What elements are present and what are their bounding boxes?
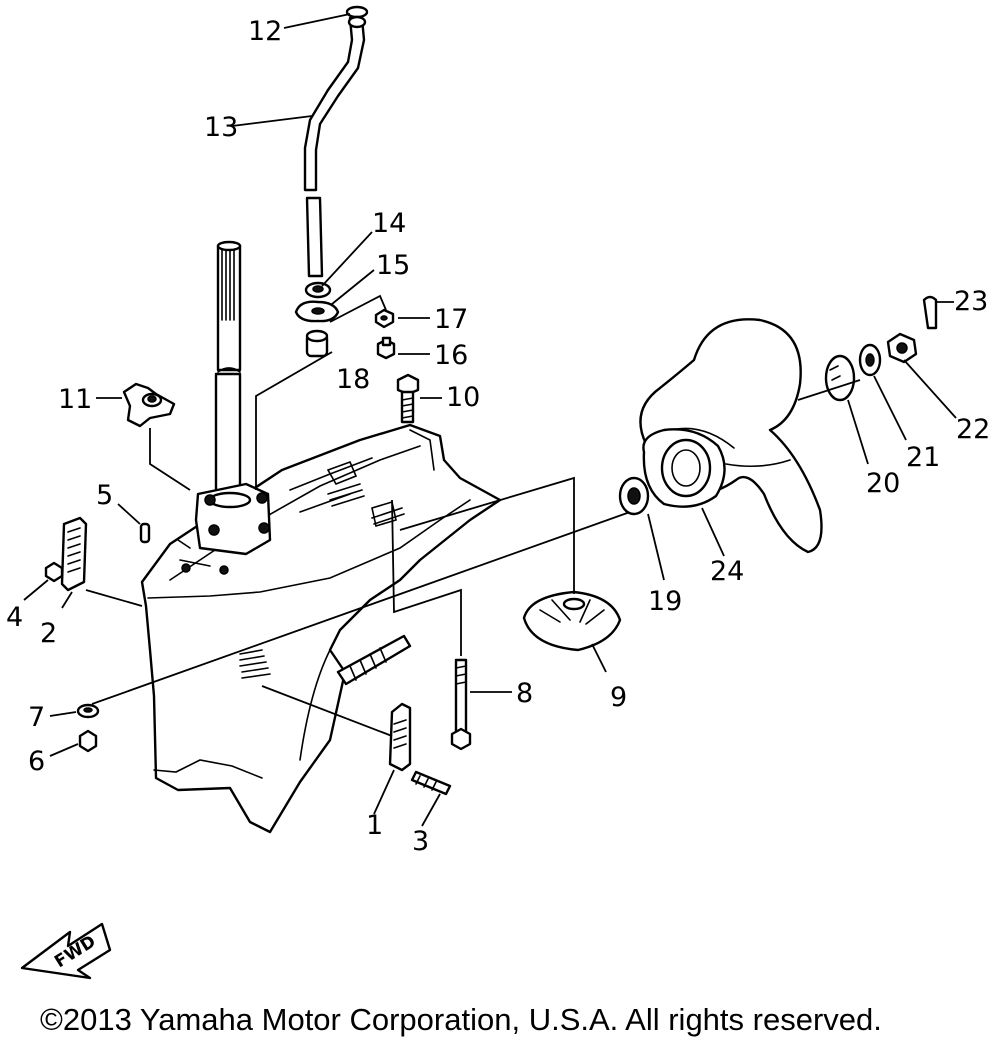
stud-8 — [450, 658, 472, 751]
grommet-14 — [304, 281, 332, 299]
anode-2 — [60, 516, 88, 592]
bolt-10 — [396, 373, 420, 424]
bolt-16 — [376, 336, 396, 360]
nut-17 — [374, 308, 395, 329]
label-23: 23 — [954, 286, 988, 317]
anode-1 — [388, 702, 412, 772]
label-12: 12 — [248, 16, 282, 47]
copyright-notice: ©2013 Yamaha Motor Corporation, U.S.A. A… — [40, 1002, 882, 1037]
label-10: 10 — [446, 382, 480, 413]
part-labels: 12 13 14 15 17 16 18 10 11 5 4 2 7 6 8 9… — [6, 16, 990, 857]
label-24: 24 — [710, 556, 744, 587]
plate-15 — [294, 300, 340, 323]
label-22: 22 — [956, 414, 990, 445]
washer-7 — [76, 703, 100, 719]
water-tube — [303, 16, 366, 278]
lower-unit-case — [140, 423, 502, 834]
propeller-24 — [639, 318, 823, 554]
label-17: 17 — [434, 304, 468, 335]
label-7: 7 — [28, 702, 45, 733]
cotter-pin-23 — [922, 295, 938, 330]
fwd-arrow-icon: FWD — [20, 922, 112, 980]
nut-22 — [886, 332, 918, 364]
label-18: 18 — [336, 364, 370, 395]
grommet-12 — [345, 5, 369, 29]
label-14: 14 — [372, 208, 406, 239]
impeller-9 — [522, 590, 622, 652]
label-21: 21 — [906, 442, 940, 473]
label-11: 11 — [58, 384, 92, 415]
label-1: 1 — [366, 810, 383, 841]
label-15: 15 — [376, 250, 410, 281]
label-4: 4 — [6, 602, 23, 633]
label-13: 13 — [204, 112, 238, 143]
label-19: 19 — [648, 586, 682, 617]
label-9: 9 — [610, 682, 627, 713]
nut-6 — [78, 729, 98, 753]
label-6: 6 — [28, 746, 45, 777]
label-3: 3 — [412, 826, 429, 857]
washer-21 — [858, 343, 882, 377]
leader-lines — [23, 13, 957, 827]
label-16: 16 — [434, 340, 468, 371]
washer-20 — [824, 354, 856, 402]
label-8: 8 — [516, 678, 533, 709]
cover-11 — [122, 382, 176, 428]
seal-18 — [305, 329, 329, 358]
drive-shaft — [214, 240, 242, 502]
pin-5 — [139, 522, 151, 544]
label-5: 5 — [96, 480, 113, 511]
nut-4 — [44, 561, 64, 583]
label-2: 2 — [40, 618, 57, 649]
bolt-3 — [410, 770, 452, 796]
thrust-washer-19 — [618, 476, 650, 516]
label-20: 20 — [866, 468, 900, 499]
